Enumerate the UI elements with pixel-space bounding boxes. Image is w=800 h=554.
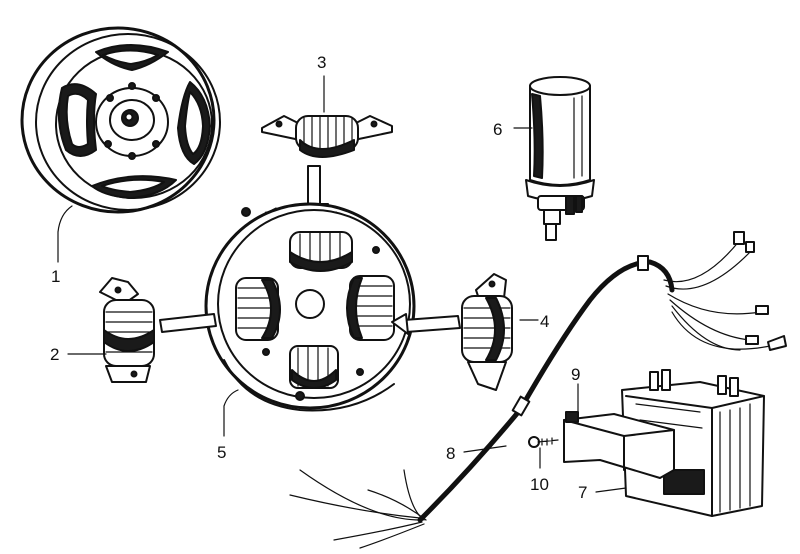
stator-coil-right [346, 275, 395, 341]
stator-plate [204, 202, 416, 412]
stator-coil-bottom [289, 345, 339, 389]
arrow-coil-left-to-stator [159, 313, 217, 333]
coil-left [99, 277, 155, 383]
lighting-coil-top [261, 115, 393, 158]
flywheel-rotor [20, 26, 221, 214]
label-10: 10 [530, 475, 549, 494]
label-8: 8 [446, 444, 455, 463]
ignition-coil [525, 76, 595, 241]
label-6: 6 [493, 120, 502, 139]
label-2: 2 [50, 345, 59, 364]
label-5: 5 [217, 443, 226, 462]
stator-coil-top [289, 231, 353, 272]
label-4: 4 [540, 312, 549, 331]
wiring-harness [289, 231, 787, 549]
screw [528, 436, 559, 448]
mounting-bracket [563, 411, 675, 479]
label-7: 7 [578, 483, 587, 502]
label-1: 1 [51, 267, 60, 286]
leader-lines [57, 75, 627, 493]
arrow-coil-right-to-stator [391, 313, 461, 335]
label-3: 3 [317, 53, 326, 72]
stator-coil-left [235, 277, 281, 341]
coil-right [461, 273, 513, 391]
label-9: 9 [571, 365, 580, 384]
regulator-box [621, 369, 765, 517]
